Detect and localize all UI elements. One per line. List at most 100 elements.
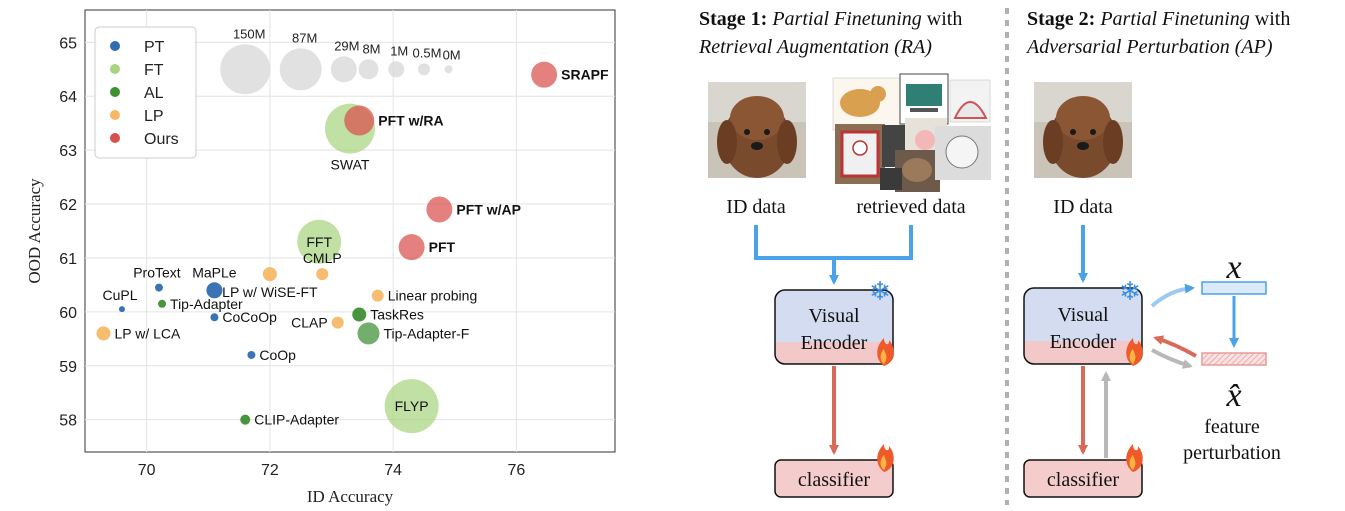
- snowflake-icon: ❄: [869, 276, 891, 306]
- y-tick-label: 62: [59, 197, 77, 214]
- snowflake-icon: ❄: [1119, 276, 1141, 306]
- legend-label: FT: [144, 62, 164, 79]
- fire-icon: [1126, 444, 1143, 472]
- legend: PT FT AL LP Ours: [94, 26, 197, 159]
- data-point: [240, 414, 251, 425]
- data-point: [158, 299, 167, 308]
- data-point: [206, 282, 223, 299]
- size-scale-label: 29M: [334, 38, 359, 53]
- svg-text:Encoder: Encoder: [1050, 331, 1117, 353]
- legend-marker: [110, 110, 120, 120]
- fire-icon: [877, 444, 894, 472]
- feature-perturbation-label-line2: perturbation: [1183, 442, 1281, 464]
- data-point: [297, 219, 342, 264]
- svg-text:Visual: Visual: [1057, 304, 1108, 326]
- stage2-visual-encoder: Visual Encoder: [1023, 287, 1143, 365]
- size-scale-bubble: [220, 44, 271, 95]
- feature-xhat-symbol: x̂: [1225, 377, 1241, 414]
- legend-marker: [110, 64, 120, 74]
- data-point-label: MaPLe: [192, 264, 237, 280]
- size-scale-label: 1M: [390, 43, 408, 58]
- retrieved-data-label: retrieved data: [856, 196, 965, 218]
- x-tick-label: 74: [384, 462, 402, 479]
- svg-text:classifier: classifier: [798, 469, 871, 491]
- legend-label: PT: [144, 39, 165, 56]
- size-scale-bubble: [330, 56, 357, 83]
- size-scale-label: 150M: [233, 26, 266, 41]
- x-tick-label: 72: [261, 462, 279, 479]
- legend-marker: [110, 87, 120, 97]
- encoder-to-perturbation-gray-arrow: [1151, 348, 1193, 369]
- size-scale-bubble: [358, 59, 379, 80]
- encoder-to-feature-arrow: [1150, 283, 1195, 308]
- data-point-label: FFT: [306, 234, 332, 250]
- size-scale-label: 0M: [443, 47, 461, 62]
- x-axis-label: ID Accuracy: [307, 487, 394, 506]
- y-tick-label: 58: [59, 413, 77, 430]
- data-point: [426, 196, 453, 223]
- svg-text:Encoder: Encoder: [801, 332, 868, 354]
- size-scale-bubble: [388, 61, 405, 78]
- data-point-labels: ProTextCuPLMaPLeCoCoOpCoOpSWATFFTFLYPTip…: [102, 67, 609, 428]
- data-point: [118, 306, 125, 313]
- data-point-label: SWAT: [331, 157, 370, 173]
- stage2-classifier: classifier: [1023, 459, 1143, 498]
- data-point: [531, 61, 558, 88]
- data-point-label: Linear probing: [388, 288, 478, 304]
- data-point-label: CoCoOp: [222, 309, 277, 325]
- data-point-label: Tip-Adapter-F: [383, 325, 469, 341]
- fire-icon: [877, 338, 894, 366]
- size-scale-label: 0.5M: [413, 45, 442, 60]
- size-scale-bubble: [417, 63, 430, 76]
- data-point-label: TaskRes: [370, 307, 424, 323]
- y-tick-label: 61: [59, 251, 77, 268]
- stage1-classifier: classifier: [774, 459, 894, 498]
- data-point: [96, 326, 111, 341]
- y-tick-label: 60: [59, 305, 77, 322]
- legend-marker: [110, 133, 120, 143]
- stage1-title: Stage 1: Partial Finetuning with: [699, 8, 962, 30]
- size-scale-bubble: [279, 48, 322, 91]
- method-diagram: Stage 1: Partial Finetuning with Retriev…: [698, 8, 1290, 505]
- data-point: [344, 105, 375, 136]
- data-point: [331, 316, 344, 329]
- legend-label: Ours: [144, 131, 179, 148]
- size-scale-bubble: [444, 65, 453, 74]
- stage2-id-image: [1034, 82, 1132, 178]
- data-point-label: PFT w/RA: [378, 113, 443, 129]
- size-scale-label: 87M: [292, 30, 317, 45]
- data-point-label: CLAP: [291, 315, 328, 331]
- stage2-title-line2: Adversarial Perturbation (AP): [1025, 36, 1273, 58]
- data-point: [384, 379, 439, 434]
- data-point-label: FLYP: [395, 398, 429, 414]
- y-axis-label: OOD Accuracy: [25, 178, 44, 284]
- data-point: [398, 234, 425, 261]
- data-point: [210, 313, 219, 322]
- data-point-label: CoOp: [259, 347, 296, 363]
- data-point: [371, 289, 384, 302]
- legend-label: LP: [144, 108, 164, 125]
- legend-marker: [110, 41, 120, 51]
- legend-label: AL: [144, 85, 164, 102]
- stage1-title-line2: Retrieval Augmentation (RA): [698, 36, 932, 58]
- data-point-label: ProText: [133, 265, 181, 281]
- data-point-label: PFT w/AP: [456, 201, 521, 217]
- data-point-label: SRAPF: [561, 67, 609, 83]
- svg-text:Visual: Visual: [808, 305, 859, 327]
- feature-box: [1201, 281, 1267, 295]
- x-tick-label: 70: [138, 462, 156, 479]
- data-point-label: CMLP: [303, 250, 342, 266]
- legend-box: [94, 26, 197, 159]
- perturbed-feature-box: [1201, 352, 1267, 366]
- stage1-merge-arrow: [754, 225, 913, 282]
- stage2-id-data-label: ID data: [1053, 196, 1113, 218]
- stage2-title: Stage 2: Partial Finetuning with: [1027, 8, 1290, 30]
- svg-text:classifier: classifier: [1047, 469, 1120, 491]
- data-point: [154, 283, 163, 292]
- data-points: [96, 61, 558, 434]
- fire-icon: [1126, 338, 1143, 366]
- feature-x-symbol: x: [1225, 249, 1241, 286]
- stage1-id-data-label: ID data: [726, 196, 786, 218]
